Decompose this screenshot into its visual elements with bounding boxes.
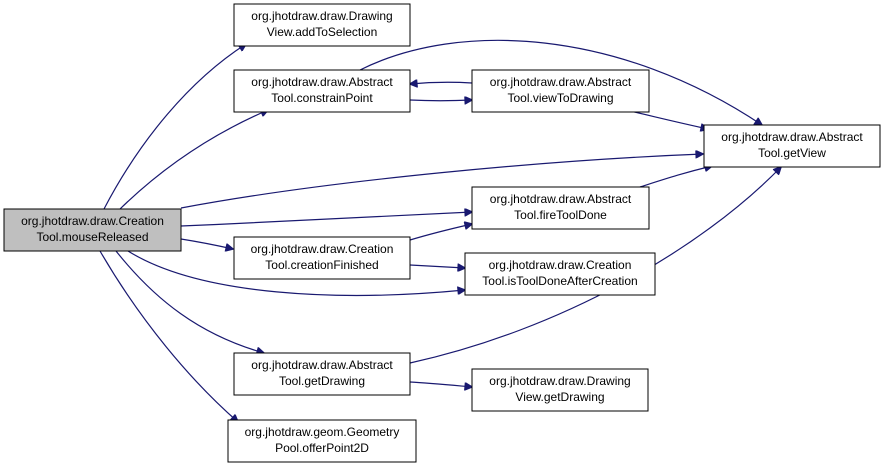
svg-text:org.jhotdraw.draw.Abstract: org.jhotdraw.draw.Abstract [721, 130, 863, 144]
edge-mouse-released-to-is-tool-done-after-creation [127, 250, 465, 296]
edge-mouse-released-to-get-view [180, 154, 703, 209]
svg-text:org.jhotdraw.draw.Creation: org.jhotdraw.draw.Creation [21, 214, 164, 228]
node-view-to-drawing-line1: org.jhotdraw.draw.Abstract [490, 75, 632, 89]
svg-text:org.jhotdraw.draw.Creation: org.jhotdraw.draw.Creation [489, 258, 632, 272]
svg-text:org.jhotdraw.draw.Drawing: org.jhotdraw.draw.Drawing [251, 9, 392, 23]
node-constrain-point[interactable]: org.jhotdraw.draw.Abstract Tool.constrai… [233, 69, 411, 113]
node-offer-point2d-line2: Pool.offerPoint2D [275, 441, 369, 455]
edge-creation-finished-to-fire-tool-done [409, 224, 472, 241]
node-view-to-drawing[interactable]: org.jhotdraw.draw.Abstract Tool.viewToDr… [471, 69, 650, 113]
node-get-drawing-view[interactable]: org.jhotdraw.draw.Drawing View.getDrawin… [471, 368, 649, 412]
node-add-to-selection-line1: org.jhotdraw.draw.Drawing [251, 9, 392, 23]
node-fire-tool-done[interactable]: org.jhotdraw.draw.Abstract Tool.fireTool… [471, 186, 650, 230]
edge-fire-tool-done-to-get-view [639, 166, 712, 188]
svg-text:View.getDrawing: View.getDrawing [515, 390, 604, 404]
node-get-drawing-view-line1: org.jhotdraw.draw.Drawing [489, 374, 630, 388]
svg-text:org.jhotdraw.draw.Abstract: org.jhotdraw.draw.Abstract [251, 358, 393, 372]
node-constrain-point-line2: Tool.constrainPoint [271, 91, 373, 105]
node-mouse-released-line2: Tool.mouseReleased [36, 230, 148, 244]
svg-text:Tool.getDrawing: Tool.getDrawing [279, 374, 365, 388]
edge-mouse-released-to-add-to-selection [103, 44, 246, 210]
edge-get-drawing-abstract-to-get-drawing-view [409, 381, 472, 387]
node-get-view-line2: Tool.getView [758, 146, 826, 160]
node-fire-tool-done-line2: Tool.fireToolDone [514, 208, 607, 222]
edges [99, 39, 781, 422]
node-is-tool-done-after-creation-line1: org.jhotdraw.draw.Creation [489, 258, 632, 272]
node-is-tool-done-after-creation-line2: Tool.isToolDoneAfterCreation [482, 274, 637, 288]
svg-text:Tool.viewToDrawing: Tool.viewToDrawing [507, 91, 613, 105]
node-add-to-selection-line2: View.addToSelection [267, 25, 378, 39]
node-get-view-line1: org.jhotdraw.draw.Abstract [721, 130, 863, 144]
svg-text:Tool.mouseReleased: Tool.mouseReleased [36, 230, 148, 244]
node-offer-point2d-line1: org.jhotdraw.geom.Geometry [245, 425, 400, 439]
edge-mouse-released-to-constrain-point [119, 110, 268, 210]
edge-creation-finished-to-is-tool-done-after-creation [409, 265, 465, 268]
svg-text:Pool.offerPoint2D: Pool.offerPoint2D [275, 441, 369, 455]
node-add-to-selection[interactable]: org.jhotdraw.draw.Drawing View.addToSele… [233, 3, 411, 47]
node-fire-tool-done-line1: org.jhotdraw.draw.Abstract [490, 192, 632, 206]
svg-text:org.jhotdraw.draw.Abstract: org.jhotdraw.draw.Abstract [490, 192, 632, 206]
svg-text:org.jhotdraw.draw.Abstract: org.jhotdraw.draw.Abstract [251, 75, 393, 89]
node-mouse-released-line1: org.jhotdraw.draw.Creation [21, 214, 164, 228]
node-is-tool-done-after-creation[interactable]: org.jhotdraw.draw.Creation Tool.isToolDo… [464, 252, 656, 296]
svg-text:Tool.isToolDoneAfterCreation: Tool.isToolDoneAfterCreation [482, 274, 637, 288]
edge-mouse-released-to-creation-finished [180, 238, 233, 249]
svg-text:Tool.constrainPoint: Tool.constrainPoint [271, 91, 373, 105]
node-creation-finished[interactable]: org.jhotdraw.draw.Creation Tool.creation… [233, 236, 411, 280]
edge-view-to-drawing-to-constrain-point [410, 82, 473, 84]
svg-text:Tool.fireToolDone: Tool.fireToolDone [514, 208, 607, 222]
nodes: org.jhotdraw.draw.Creation Tool.mouseRel… [3, 3, 881, 463]
svg-text:Tool.getView: Tool.getView [758, 146, 826, 160]
node-constrain-point-line1: org.jhotdraw.draw.Abstract [251, 75, 393, 89]
svg-text:org.jhotdraw.draw.Abstract: org.jhotdraw.draw.Abstract [490, 75, 632, 89]
svg-text:View.addToSelection: View.addToSelection [267, 25, 378, 39]
node-get-drawing-view-line2: View.getDrawing [515, 390, 604, 404]
node-mouse-released[interactable]: org.jhotdraw.draw.Creation Tool.mouseRel… [3, 208, 182, 252]
node-view-to-drawing-line2: Tool.viewToDrawing [507, 91, 613, 105]
node-offer-point2d[interactable]: org.jhotdraw.geom.Geometry Pool.offerPoi… [227, 419, 417, 463]
node-get-drawing-abstract-line2: Tool.getDrawing [279, 374, 365, 388]
svg-text:Tool.creationFinished: Tool.creationFinished [265, 258, 378, 272]
node-get-view[interactable]: org.jhotdraw.draw.Abstract Tool.getView [703, 124, 881, 168]
edge-view-to-drawing-to-get-view [629, 110, 708, 129]
node-creation-finished-line1: org.jhotdraw.draw.Creation [251, 242, 394, 256]
svg-text:org.jhotdraw.draw.Drawing: org.jhotdraw.draw.Drawing [489, 374, 630, 388]
node-get-drawing-abstract[interactable]: org.jhotdraw.draw.Abstract Tool.getDrawi… [233, 352, 411, 396]
edge-constrain-point-to-get-view [359, 39, 762, 125]
edge-mouse-released-to-fire-tool-done [180, 212, 472, 227]
node-get-drawing-abstract-line1: org.jhotdraw.draw.Abstract [251, 358, 393, 372]
node-creation-finished-line2: Tool.creationFinished [265, 258, 378, 272]
edge-mouse-released-to-offer-point2d [99, 250, 238, 422]
edge-mouse-released-to-get-drawing-abstract [115, 250, 264, 353]
svg-text:org.jhotdraw.geom.Geometry: org.jhotdraw.geom.Geometry [245, 425, 400, 439]
edge-constrain-point-to-view-to-drawing [409, 100, 472, 101]
svg-text:org.jhotdraw.draw.Creation: org.jhotdraw.draw.Creation [251, 242, 394, 256]
